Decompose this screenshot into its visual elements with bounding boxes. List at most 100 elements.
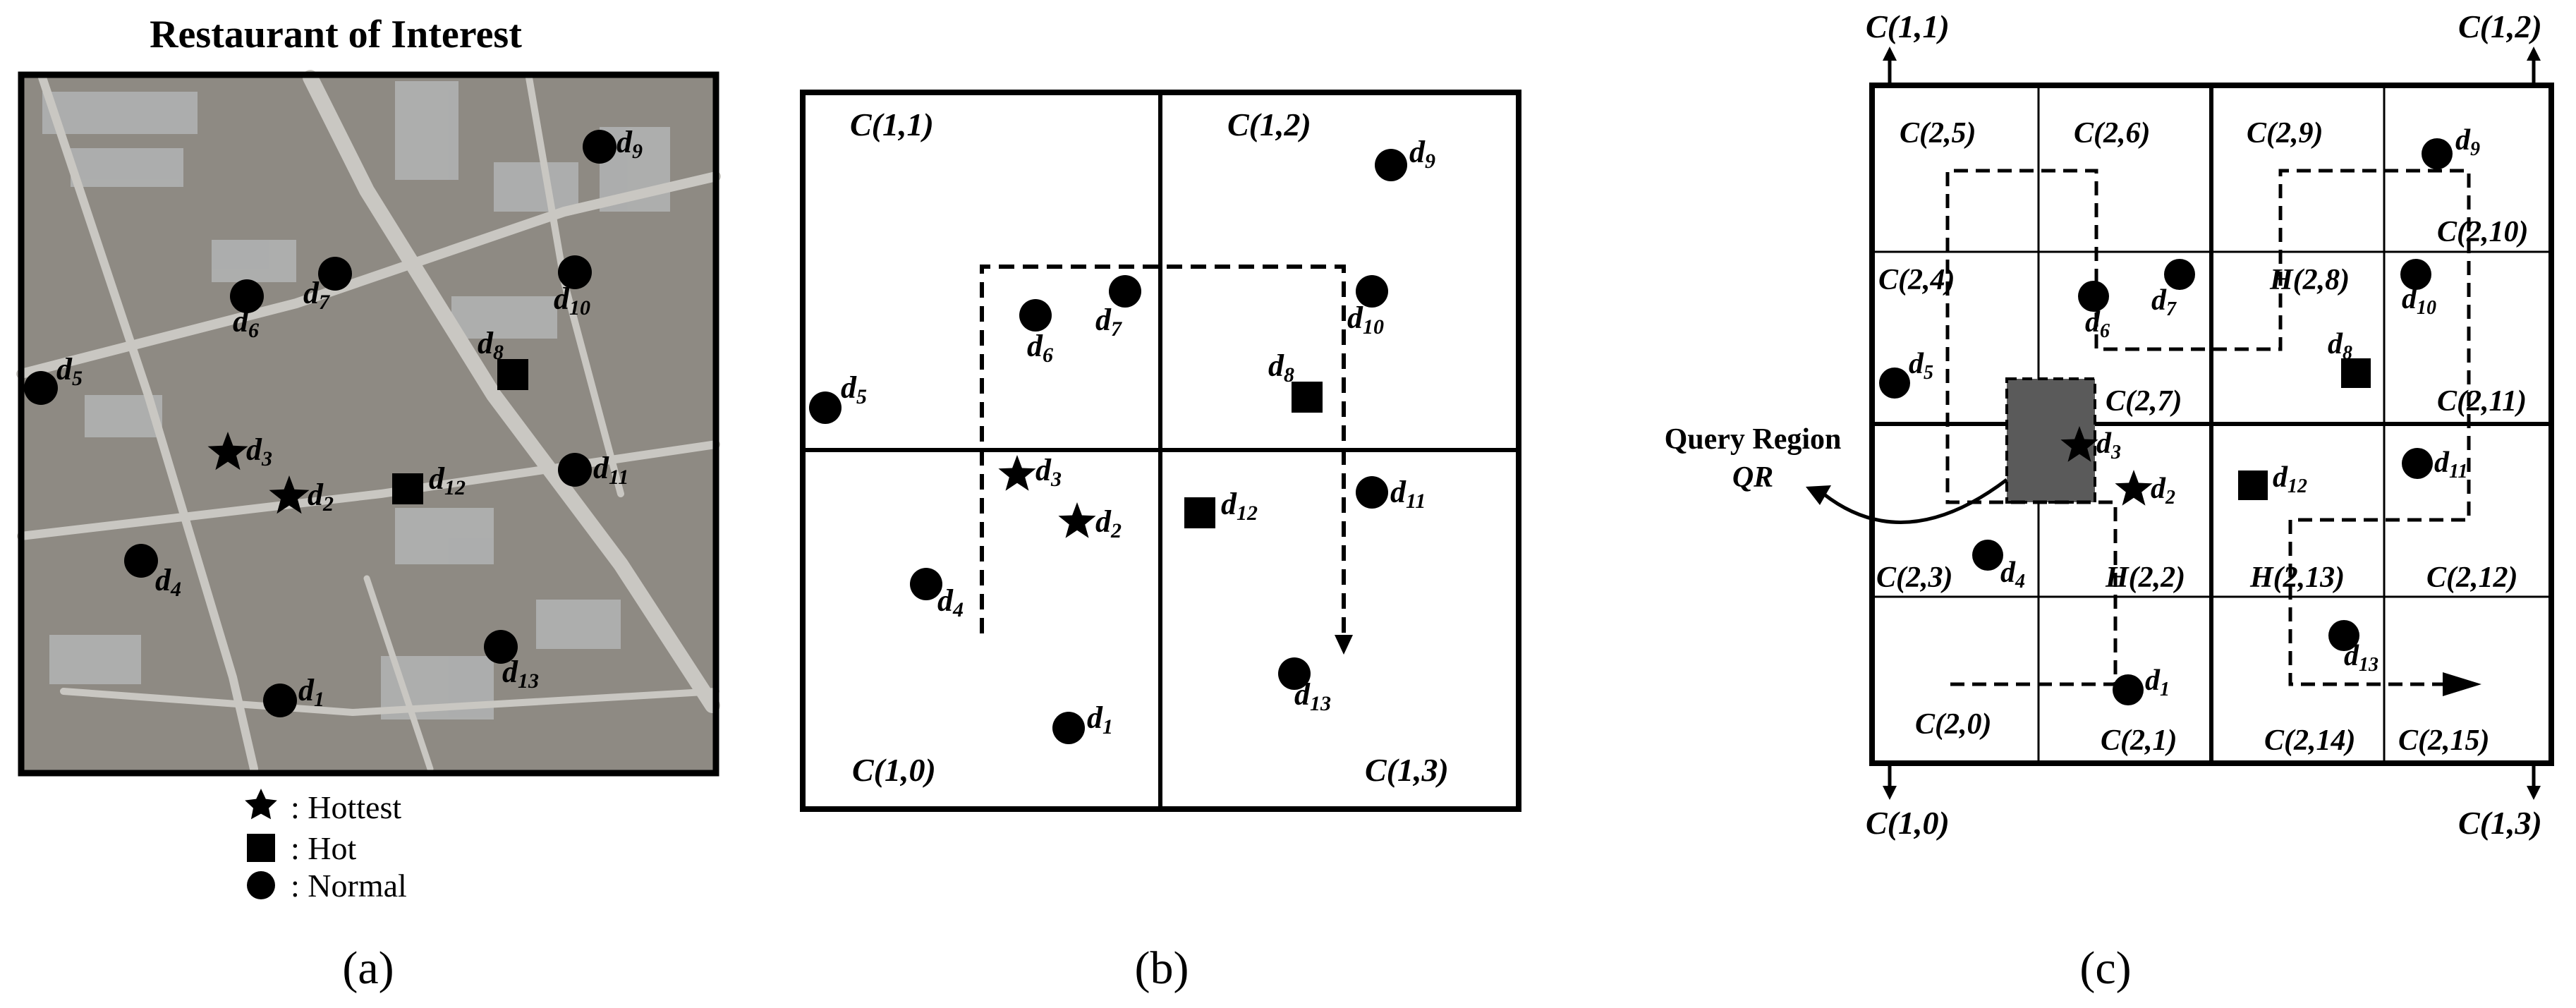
normal-marker: [583, 130, 616, 164]
hottest-marker: [269, 475, 310, 514]
point-label-subscript: 7: [319, 291, 330, 314]
point-d11: d11: [1356, 475, 1426, 513]
point-label-subscript: 11: [609, 466, 628, 489]
corner-label-c10: C(1,0): [1866, 805, 1950, 841]
point-label-base: d: [2096, 427, 2112, 460]
point-label: d13: [2344, 640, 2378, 676]
point-d8: d8: [2328, 328, 2371, 388]
panel-c-frame: [1869, 83, 2554, 766]
point-d2: d2: [269, 475, 334, 516]
normal-marker: [2328, 620, 2359, 651]
point-d1: d1: [263, 673, 324, 717]
query-region-pointer: [1822, 478, 2008, 524]
point-label: d7: [303, 276, 330, 314]
point-d7: d7: [2151, 259, 2195, 320]
point-label-subscript: 7: [1111, 317, 1122, 341]
normal-marker: [809, 391, 842, 424]
hot-marker: [392, 473, 423, 504]
legend-normal: : Normal: [247, 868, 407, 904]
point-label-subscript: 9: [2470, 138, 2480, 160]
point-label-base: d: [1027, 329, 1043, 363]
point-d4: d4: [1972, 540, 2025, 593]
point-label-base: d: [246, 432, 262, 467]
normal-marker: [1972, 540, 2003, 571]
point-d11: d11: [2402, 447, 2467, 482]
point-label: d8: [1268, 348, 1294, 387]
point-label-base: d: [478, 326, 494, 360]
point-label-base: d: [502, 655, 518, 689]
path-arrowhead: [1335, 635, 1353, 655]
point-d12: d12: [2238, 461, 2307, 500]
hot-marker: [2238, 470, 2268, 500]
normal-marker: [24, 371, 58, 405]
map-roads: [16, 70, 721, 773]
space-filling-path: [1945, 169, 2476, 686]
point-label-base: d: [1409, 135, 1426, 169]
hottest-marker: [207, 432, 248, 470]
satellite-map: [16, 70, 721, 777]
cell-label-c12: C(1,2): [1227, 107, 1311, 142]
query-region: [2005, 377, 2096, 504]
corner-label-c11: C(1,1): [1866, 8, 1950, 44]
point-label: d4: [2000, 557, 2025, 593]
normal-marker: [2113, 674, 2144, 705]
square-icon: [247, 834, 275, 862]
cell-label-c212: C(2,12): [2426, 561, 2518, 594]
point-d13: d13: [2328, 620, 2378, 676]
query-region-pointer-head: [1806, 485, 1831, 505]
point-d5: d5: [809, 370, 867, 424]
point-label-base: d: [233, 304, 249, 339]
point-d13: d13: [484, 630, 539, 693]
point-label: d8: [2328, 328, 2352, 364]
cell-label-c13: C(1,3): [1365, 752, 1449, 788]
point-label-subscript: 8: [1284, 363, 1294, 387]
panel-b: C(1,1) C(1,2) C(1,0) C(1,3) d9d7d6d10d8d…: [800, 90, 1521, 994]
normal-marker: [124, 544, 158, 578]
point-d7: d7: [303, 257, 352, 314]
point-d11: d11: [558, 451, 628, 489]
hot-marker: [2341, 358, 2371, 388]
point-label-base: d: [56, 352, 73, 387]
cell-label-c29: C(2,9): [2247, 117, 2323, 150]
query-region-abbrev: QR: [1732, 461, 1773, 494]
map-frame: [18, 71, 719, 777]
normal-marker: [230, 279, 264, 313]
point-d7: d7: [1095, 275, 1141, 341]
normal-marker: [2422, 138, 2453, 169]
point-label-base: d: [1095, 303, 1112, 337]
panel-b-cell-labels: C(1,1) C(1,2) C(1,0) C(1,3): [850, 107, 1449, 788]
point-label-subscript: 9: [1425, 150, 1435, 173]
point-label-subscript: 5: [1924, 362, 1933, 384]
point-label-base: d: [1221, 487, 1237, 521]
point-label-subscript: 2: [2165, 487, 2175, 509]
point-label-subscript: 6: [1043, 344, 1053, 367]
query-region-label: Query Region: [1665, 423, 1842, 456]
point-label-base: d: [2434, 447, 2450, 479]
point-label-subscript: 2: [1110, 519, 1122, 542]
point-label: d7: [1095, 303, 1122, 341]
point-label: d11: [2434, 447, 2467, 482]
point-label-base: d: [1909, 348, 1924, 380]
point-label-base: d: [308, 478, 324, 512]
cell-label-c25: C(2,5): [1900, 117, 1976, 150]
point-label-base: d: [616, 125, 633, 159]
circle-icon: [247, 871, 275, 899]
point-label-base: d: [1095, 504, 1112, 539]
panel-a-caption: (a): [342, 942, 394, 994]
point-d2: d2: [1058, 502, 1122, 542]
point-d13: d13: [1278, 657, 1331, 715]
point-label: d12: [1221, 487, 1258, 525]
normal-marker: [484, 630, 518, 664]
point-label-subscript: 12: [444, 476, 466, 499]
cell-label-c27: C(2,7): [2106, 385, 2182, 418]
cell-label-h22: H(2,2): [2105, 561, 2185, 594]
point-d8: d8: [478, 326, 528, 390]
point-label: d2: [2151, 473, 2175, 509]
point-label: d6: [1027, 329, 1053, 367]
cell-label-c215: C(2,15): [2398, 724, 2490, 757]
point-label-base: d: [1035, 453, 1052, 487]
legend-hot: : Hot: [247, 830, 357, 866]
point-label-base: d: [2344, 640, 2359, 672]
